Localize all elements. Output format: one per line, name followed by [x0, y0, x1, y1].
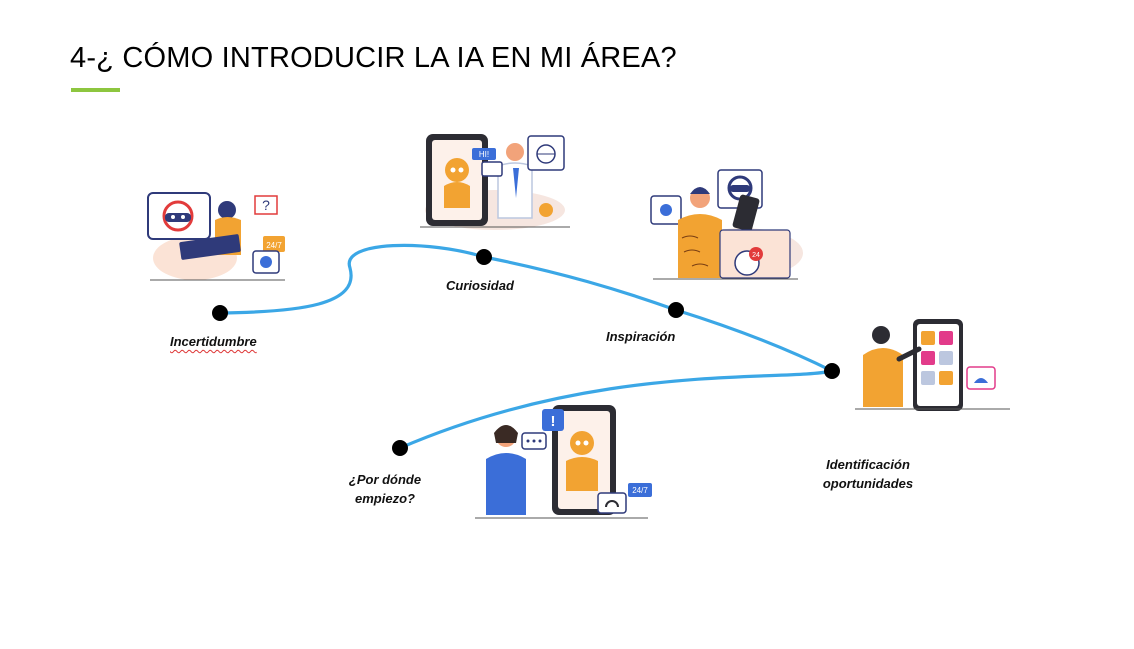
chatbot-phone-illustration: HI! — [420, 134, 570, 230]
journey-path — [218, 243, 837, 450]
app-selection-illustration — [855, 319, 1010, 411]
title-accent-bar — [71, 88, 120, 92]
stage-label-identificacion-line1: Identificación — [826, 457, 910, 472]
thinking-person-robot-illustration: ! 24/7 — [475, 405, 652, 519]
stage-label-curiosidad: Curiosidad — [446, 278, 514, 293]
question-mark: ? — [262, 197, 270, 213]
stage-label-identificacion-line2: oportunidades — [822, 476, 914, 491]
node-curiosidad — [476, 249, 492, 265]
stage-label-incertidumbre: Incertidumbre — [170, 334, 257, 349]
stage-label-inspiracion: Inspiración — [606, 329, 676, 344]
node-por-donde — [392, 440, 408, 456]
stage-label-por-donde: ¿Por dónde empiezo? — [340, 470, 430, 508]
stage-label-por-donde-line1: ¿Por dónde — [348, 472, 422, 487]
hours-badge: 24 — [752, 252, 760, 259]
always-on-badge-2: 24/7 — [632, 486, 648, 495]
node-incertidumbre — [212, 305, 228, 321]
hi-bubble-text: HI! — [479, 150, 489, 159]
stage-label-por-donde-line2: empiezo? — [355, 491, 415, 506]
slide-title: 4-¿ CÓMO INTRODUCIR LA IA EN MI ÁREA? — [70, 42, 677, 74]
stage-label-identificacion: Identificación oportunidades — [808, 455, 928, 493]
support-agent-illustration: ? 24/7 — [147, 192, 285, 281]
node-inspiracion — [668, 302, 684, 318]
node-identificacion — [824, 363, 840, 379]
phone-assistant-illustration: 24 — [650, 169, 803, 280]
alert-badge: ! — [551, 413, 556, 430]
always-on-badge-1: 24/7 — [266, 241, 282, 250]
